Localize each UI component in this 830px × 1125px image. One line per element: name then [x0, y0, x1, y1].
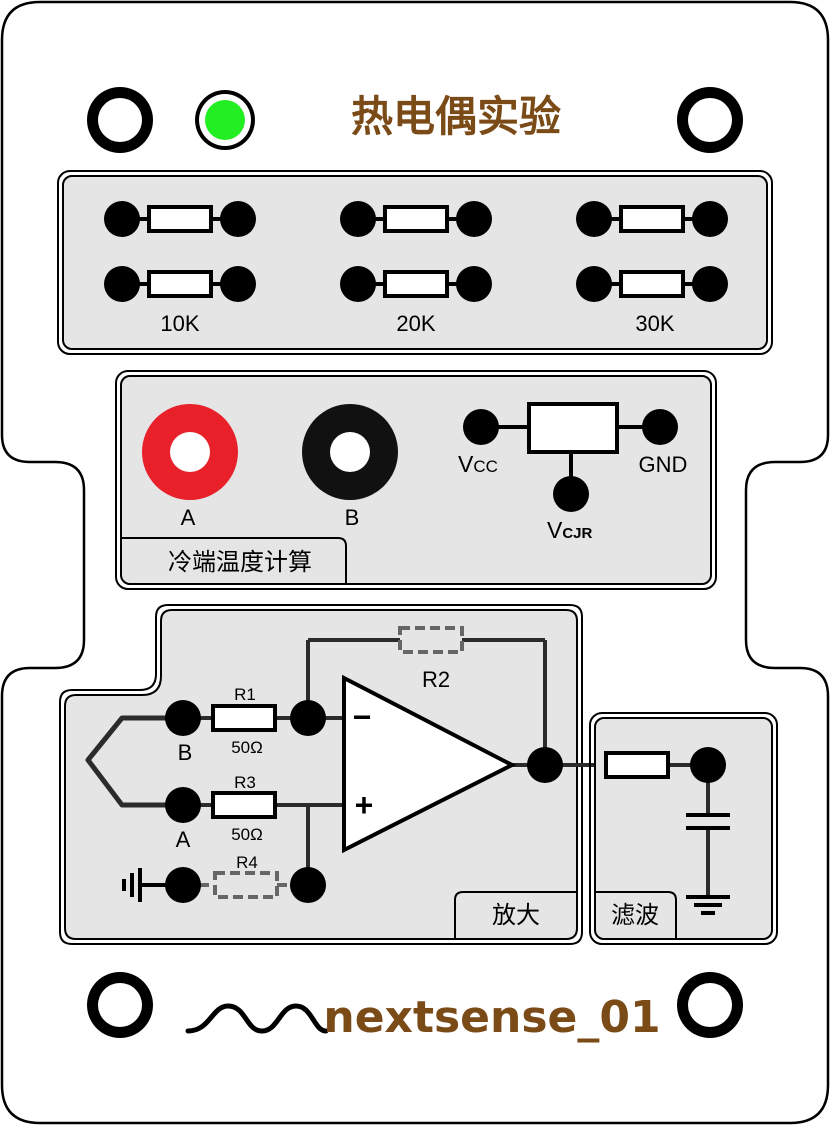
resistor-body: [619, 270, 685, 298]
resistor-bank-unit: [340, 201, 492, 237]
vcjr-terminal[interactable]: [553, 476, 589, 512]
amp-inverting-node[interactable]: [290, 700, 326, 736]
op-amp-minus-sign: −: [353, 699, 372, 735]
op-amp: [342, 674, 517, 854]
amplifier-panel: [59, 604, 583, 945]
resistor-terminal[interactable]: [456, 266, 492, 302]
resistor-terminal[interactable]: [576, 266, 612, 302]
resistor-terminal[interactable]: [340, 201, 376, 237]
resistor-bank-unit: [104, 201, 256, 237]
r1-value-label: 50Ω: [231, 738, 263, 757]
amp-input-b-terminal[interactable]: [165, 700, 201, 736]
ground-symbol-icon: [686, 895, 730, 915]
vcc-label: VCC: [458, 451, 498, 477]
r1-label: R1: [234, 685, 256, 704]
power-led-icon: [195, 90, 255, 150]
resistor-body: [147, 205, 213, 233]
resistor-bank: [104, 201, 728, 302]
ground-symbol-icon: [122, 868, 166, 902]
amp-input-a-terminal[interactable]: [165, 787, 201, 823]
amp-input-b-label: B: [178, 740, 193, 765]
mount-hole-icon: [677, 87, 743, 153]
mount-hole-icon: [87, 972, 153, 1038]
r4-label: R4: [236, 853, 258, 872]
resistor-label-30k: 30K: [635, 311, 674, 336]
resistor-terminal[interactable]: [104, 201, 140, 237]
resistor-bank-unit: [340, 266, 492, 302]
resistor-r3: [211, 791, 277, 819]
vcjr-label: VCJR: [547, 517, 593, 543]
amp-input-a-label: A: [176, 827, 191, 852]
resistor-r2: [398, 626, 464, 654]
jack-b-label: B: [345, 505, 360, 530]
resistor-r1: [211, 704, 277, 732]
capacitor-symbol-icon: [686, 813, 730, 830]
amp-ground-terminal[interactable]: [165, 867, 201, 903]
brand-name: nextsense_01: [323, 992, 660, 1043]
resistor-terminal[interactable]: [576, 201, 612, 237]
resistor-label-10k: 10K: [160, 311, 199, 336]
resistor-terminal[interactable]: [692, 266, 728, 302]
r2-label: R2: [422, 667, 450, 692]
resistor-terminal[interactable]: [104, 266, 140, 302]
cold-junction-tab-label: 冷端温度计算: [168, 548, 312, 576]
jack-b[interactable]: [302, 404, 398, 500]
amp-output-terminal[interactable]: [527, 747, 563, 783]
filter-tab-label: 滤波: [611, 901, 659, 929]
resistor-bank-unit: [576, 201, 728, 237]
resistor-terminal[interactable]: [220, 201, 256, 237]
gnd-terminal[interactable]: [642, 409, 678, 445]
resistor-body: [619, 205, 685, 233]
jack-a[interactable]: [142, 404, 238, 500]
resistor-body: [383, 205, 449, 233]
r3-value-label: 50Ω: [231, 825, 263, 844]
cjr-sensor-schematic: [481, 402, 660, 492]
board-title: 热电偶实验: [351, 92, 561, 141]
mount-hole-icon: [677, 972, 743, 1038]
resistor-bank-unit: [104, 266, 256, 302]
gnd-label: GND: [639, 452, 688, 477]
vcc-terminal[interactable]: [463, 409, 499, 445]
resistor-r4: [213, 871, 279, 899]
resistor-label-20k: 20K: [396, 311, 435, 336]
thermocouple-symbol-icon: [85, 715, 183, 808]
waveform-logo-icon: [185, 1003, 329, 1034]
r3-label: R3: [234, 773, 256, 792]
resistor-terminal[interactable]: [340, 266, 376, 302]
resistor-body: [147, 270, 213, 298]
filter-output-terminal[interactable]: [690, 747, 726, 783]
amplifier-tab-label: 放大: [492, 901, 540, 929]
resistor-body: [383, 270, 449, 298]
jack-a-label: A: [181, 505, 196, 530]
amp-r4-node[interactable]: [290, 867, 326, 903]
resistor-terminal[interactable]: [220, 266, 256, 302]
filter-resistor: [604, 751, 670, 779]
mount-hole-icon: [87, 87, 153, 153]
resistor-terminal[interactable]: [692, 201, 728, 237]
resistor-terminal[interactable]: [456, 201, 492, 237]
resistor-bank-unit: [576, 266, 728, 302]
op-amp-plus-sign: +: [355, 787, 374, 823]
